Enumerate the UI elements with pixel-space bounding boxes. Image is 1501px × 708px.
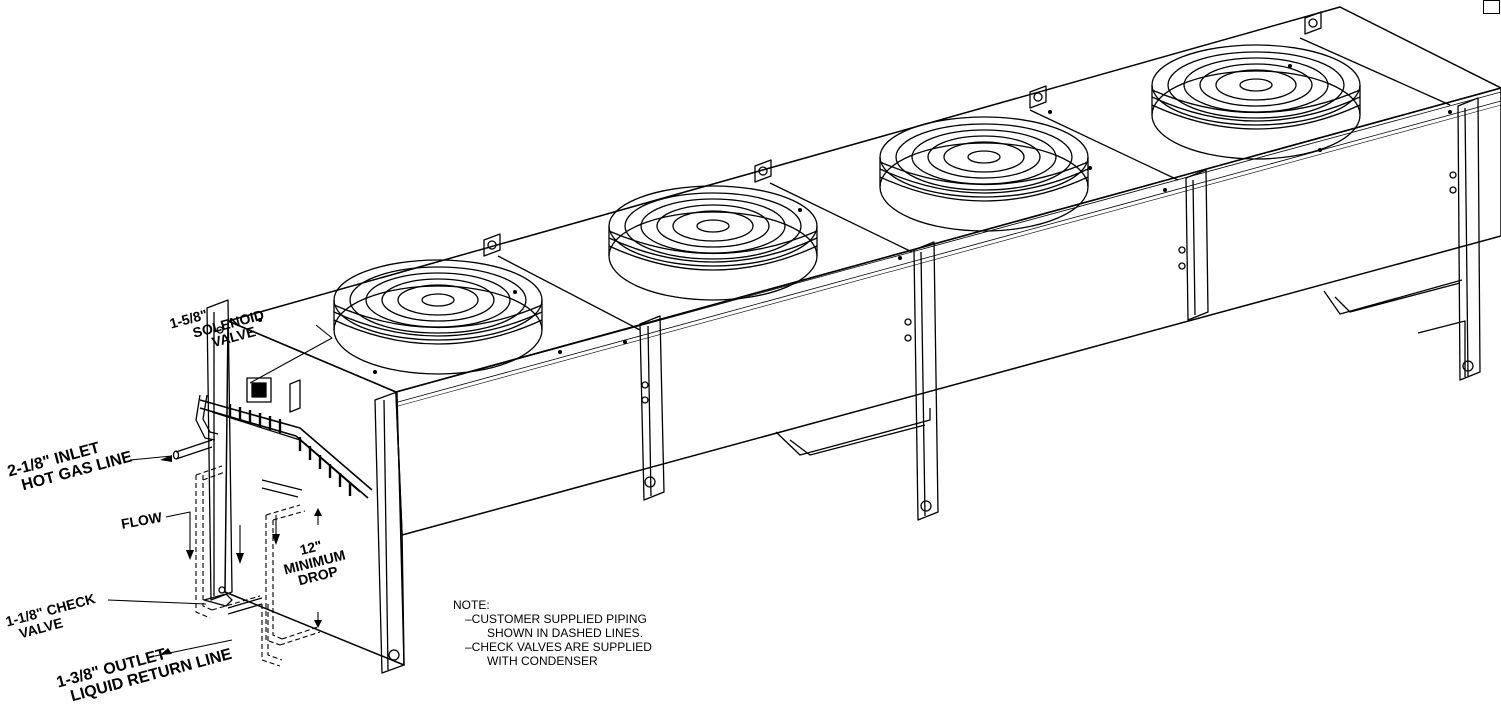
customer-piping-dashed <box>195 465 321 667</box>
fan-3 <box>879 116 1089 232</box>
fan-1 <box>333 259 543 375</box>
note-line-4: WITH CONDENSER <box>487 654 598 668</box>
fan-2 <box>608 185 818 301</box>
flow-arrow-icon <box>160 455 322 655</box>
fan-4 <box>1151 44 1361 160</box>
stand-frames <box>775 279 1466 456</box>
mounting-brackets <box>206 11 1481 674</box>
corner-tag-box <box>1483 0 1500 14</box>
condenser-housing <box>224 6 1501 666</box>
leader-lines <box>107 324 333 657</box>
note-line-2: SHOWN IN DASHED LINES. <box>487 626 644 640</box>
note-title: NOTE: <box>453 598 490 612</box>
drop-arrow-icon <box>239 515 277 555</box>
note-line-3: –CHECK VALVES ARE SUPPLIED <box>465 640 652 654</box>
header-piping <box>172 377 373 615</box>
note-line-1: –CUSTOMER SUPPLIED PIPING <box>465 612 647 626</box>
note-block: NOTE: –CUSTOMER SUPPLIED PIPING SHOWN IN… <box>453 598 652 668</box>
